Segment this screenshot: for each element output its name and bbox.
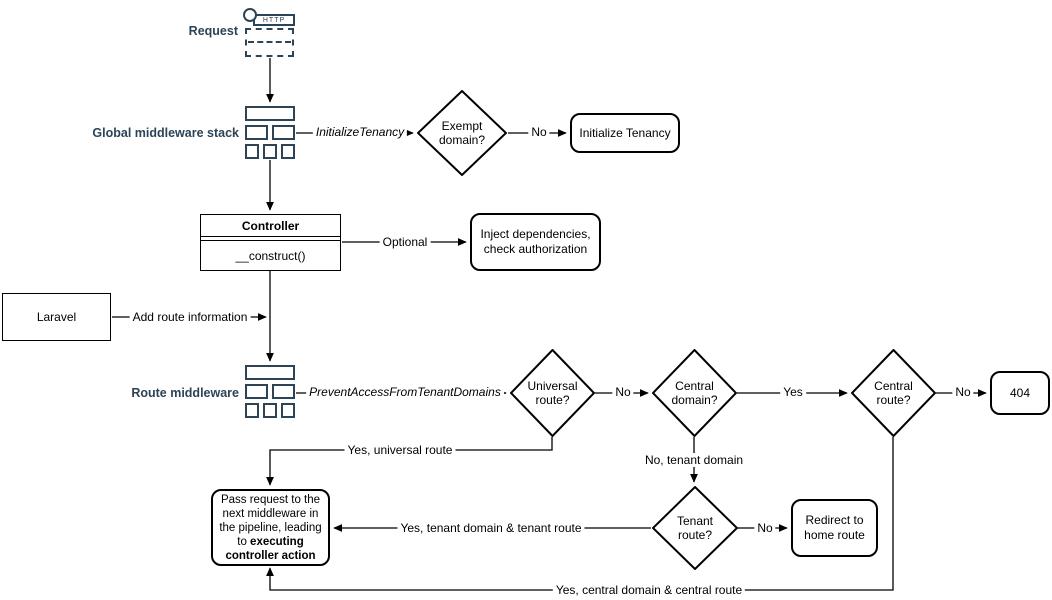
controller-empty-compartment bbox=[201, 237, 340, 241]
laravel-box: Laravel bbox=[2, 293, 111, 341]
edge-label-central-route-yes: Yes, central domain & central route bbox=[552, 583, 746, 597]
exempt-domain-decision: Exempt domain? bbox=[417, 90, 507, 176]
tenant-route-label: Tenant route? bbox=[676, 514, 714, 542]
pass-request-text: Pass request to the next middleware in t… bbox=[218, 493, 323, 563]
request-body-dashed-box bbox=[245, 28, 294, 57]
route-middleware-label: Route middleware bbox=[131, 386, 239, 400]
controller-title: Controller bbox=[201, 215, 340, 237]
controller-constructor: __construct() bbox=[235, 248, 306, 263]
central-domain-label: Central domain? bbox=[671, 379, 718, 407]
request-body-divider bbox=[248, 41, 291, 43]
diamond-shape bbox=[652, 349, 737, 437]
stack-cell bbox=[245, 403, 259, 418]
stack-cell bbox=[263, 403, 277, 418]
http-protocol-label: HTTP bbox=[262, 16, 286, 24]
stack-cell bbox=[245, 365, 295, 380]
diamond-shape bbox=[851, 349, 936, 437]
redirect-home-box: Redirect to home route bbox=[791, 499, 878, 557]
edge-label-tenant-yes: Yes, tenant domain & tenant route bbox=[397, 521, 585, 535]
edge-label-add-route-information: Add route information bbox=[129, 310, 251, 324]
pass-request-normal-text: Pass request to the next middleware in t… bbox=[219, 493, 322, 548]
edge-label-no-tenant-domain: No, tenant domain bbox=[641, 453, 747, 467]
stack-cell bbox=[281, 144, 295, 159]
edge-label-central-route-no: No bbox=[952, 385, 974, 399]
edge-label-optional: Optional bbox=[379, 235, 431, 249]
global-middleware-stack-icon bbox=[245, 106, 295, 159]
stack-cell bbox=[272, 125, 295, 140]
diamond-shape bbox=[652, 486, 738, 570]
controller-class-box: Controller __construct() bbox=[200, 214, 341, 271]
edge-label-exempt-no: No bbox=[528, 125, 550, 139]
stack-cell bbox=[245, 144, 259, 159]
http-request-icon: HTTP bbox=[243, 7, 295, 57]
stack-cell bbox=[263, 144, 277, 159]
laravel-label: Laravel bbox=[36, 310, 77, 324]
tenant-route-decision: Tenant route? bbox=[652, 486, 738, 570]
edge-label-central-domain-yes: Yes bbox=[780, 385, 806, 399]
inject-dependencies-label: Inject dependencies, check authorization bbox=[480, 227, 591, 256]
edge-label-prevent-access: PreventAccessFromTenantDomains bbox=[306, 385, 504, 399]
stack-cell bbox=[245, 125, 268, 140]
universal-route-label: Universal route? bbox=[527, 379, 578, 407]
request-circle-glyph bbox=[243, 8, 257, 22]
central-domain-decision: Central domain? bbox=[652, 349, 737, 437]
redirect-home-label: Redirect to home route bbox=[804, 513, 865, 542]
route-middleware-stack-icon bbox=[245, 365, 295, 418]
http-protocol-bar: HTTP bbox=[253, 14, 295, 26]
central-route-decision: Central route? bbox=[851, 349, 936, 437]
edge-label-tenant-no: No bbox=[754, 521, 776, 535]
stack-cell bbox=[272, 384, 295, 399]
central-route-label: Central route? bbox=[874, 379, 913, 407]
global-middleware-stack-label: Global middleware stack bbox=[92, 126, 239, 140]
diamond-shape bbox=[417, 90, 507, 176]
initialize-tenancy-box: Initialize Tenancy bbox=[570, 113, 680, 153]
pass-request-box: Pass request to the next middleware in t… bbox=[211, 489, 330, 566]
pass-request-bold-text: executing controller action bbox=[225, 535, 316, 562]
universal-route-decision: Universal route? bbox=[510, 349, 595, 437]
edge-label-universal-yes: Yes, universal route bbox=[344, 443, 456, 457]
diamond-shape bbox=[510, 349, 595, 437]
stack-cell bbox=[245, 384, 268, 399]
exempt-domain-label: Exempt domain? bbox=[438, 119, 486, 147]
initialize-tenancy-label: Initialize Tenancy bbox=[579, 125, 671, 140]
stack-cell bbox=[281, 403, 295, 418]
inject-dependencies-box: Inject dependencies, check authorization bbox=[470, 213, 601, 271]
request-label: Request bbox=[188, 24, 238, 38]
stack-cell bbox=[245, 106, 295, 121]
not-found-404-box: 404 bbox=[990, 371, 1050, 415]
edge-label-universal-no: No bbox=[612, 385, 634, 399]
not-found-404-label: 404 bbox=[1009, 385, 1031, 400]
edge-label-initialize-tenancy: InitializeTenancy bbox=[312, 125, 408, 139]
